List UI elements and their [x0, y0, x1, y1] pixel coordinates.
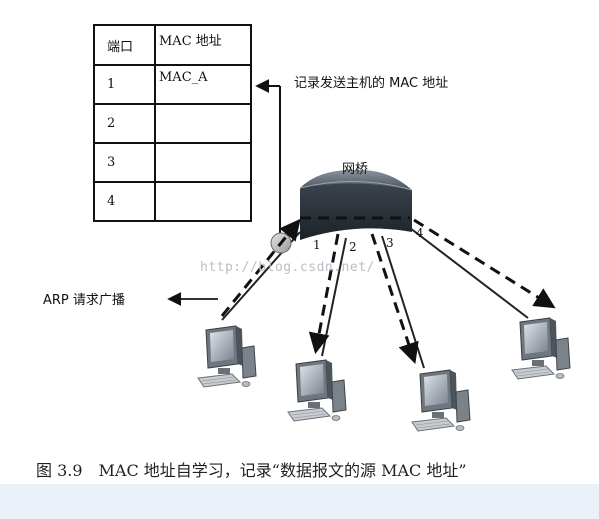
- bridge-label: 网桥: [342, 162, 369, 177]
- port-number-2: 2: [349, 240, 357, 254]
- cell-port: 4: [93, 181, 156, 222]
- cell-port: 2: [93, 103, 156, 144]
- header-port: 端口: [93, 24, 156, 66]
- header-mac: MAC 地址: [154, 24, 252, 66]
- link-port-4: [409, 227, 529, 319]
- frame-out-port-3: [370, 233, 419, 364]
- record-mac-label: 记录发送主机的 MAC 地址: [294, 76, 449, 91]
- arp-broadcast-label: ARP 请求广播: [43, 293, 125, 308]
- diagram-canvas: [167, 79, 571, 432]
- cell-mac: [154, 103, 252, 144]
- port-number-3: 3: [386, 236, 394, 250]
- cell-mac: MAC_A: [154, 64, 252, 105]
- table-row: 1 MAC_A: [93, 64, 252, 105]
- frame-out-port-4: [413, 218, 556, 309]
- cell-port: 3: [93, 142, 156, 183]
- watermark-text: http://blog.csdn.net/: [200, 260, 375, 275]
- figure-caption: 图 3.9 MAC 地址自学习，记录“数据报文的源 MAC 地址”: [36, 461, 467, 480]
- frame-in-port-1: [220, 218, 301, 317]
- table-row: 2: [93, 103, 252, 144]
- port-number-4: 4: [416, 226, 424, 240]
- bridge-device: [299, 169, 413, 240]
- cell-mac: [154, 142, 252, 183]
- table-row: 4: [93, 181, 252, 222]
- link-port-3: [381, 235, 425, 369]
- cell-mac: [154, 181, 252, 222]
- mac-address-table: 端口 MAC 地址 1 MAC_A 2 3 4: [93, 24, 252, 222]
- pc-host-3: [411, 369, 471, 432]
- pc-host-2: [287, 359, 347, 422]
- pc-host-4: [511, 317, 571, 380]
- bottom-band: [0, 484, 599, 519]
- cell-port: 1: [93, 64, 156, 105]
- pc-host-a: [197, 325, 257, 388]
- table-row: 3: [93, 142, 252, 183]
- table-header-row: 端口 MAC 地址: [93, 24, 252, 66]
- frame-out-port-2: [308, 233, 340, 355]
- port-number-1: 1: [313, 238, 321, 252]
